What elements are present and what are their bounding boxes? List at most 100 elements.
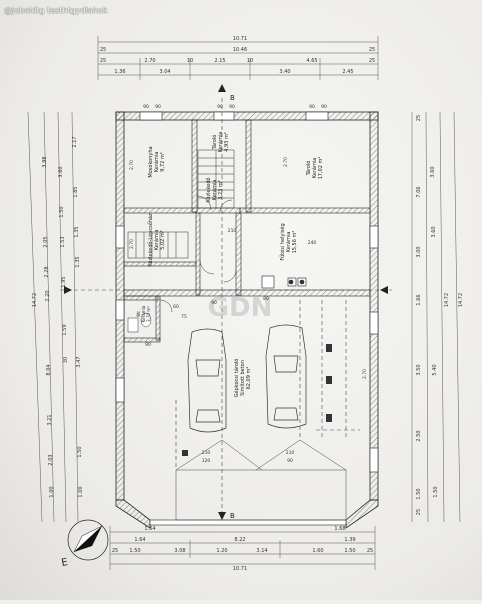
left-dim: 1.95 <box>61 276 67 287</box>
top-dim: 10 <box>187 58 193 64</box>
garage-door-lines <box>175 439 347 521</box>
door-dim: 75 <box>181 314 187 320</box>
left-dim: 1.50 <box>59 206 65 217</box>
top-dim-overall: 10.71 <box>233 36 247 42</box>
bottom-dim: 1.68 <box>334 526 345 532</box>
left-dim: 2.03 <box>48 454 54 465</box>
columns <box>182 344 332 456</box>
section-markers: B B <box>64 84 388 520</box>
svg-text:Mosókonyha: Mosókonyha <box>147 146 154 177</box>
bottom-dimension-lines <box>109 526 376 570</box>
left-dim: 3.60 <box>58 166 64 177</box>
door-dim: 120 <box>202 458 211 464</box>
room-label-garage: Gépkocsi tároló Simított beton 62,09 m² <box>233 359 252 398</box>
room-label-laundry: Mosókonyha Kerámia 9,72 m² <box>147 146 166 177</box>
bottom-dim: 25 <box>112 548 118 554</box>
top-dim: 2.45 <box>342 69 353 75</box>
top-dim: 10.46 <box>233 47 247 53</box>
door-dim: 90 <box>287 458 293 464</box>
bottom-dim: 1.64 <box>144 526 155 532</box>
right-dimensions: 25 7.06 3.00 1.66 3.50 2.50 1.50 25 3.60… <box>416 115 464 515</box>
right-dim: 25 <box>416 115 422 121</box>
left-dim: 1.85 <box>73 186 79 197</box>
top-dim: 25 <box>369 58 375 64</box>
room-label-storage-small: Tároló Kerámia 4,93 m² <box>211 132 230 153</box>
top-dim: 25 <box>369 47 375 53</box>
top-dimension-lines <box>97 36 379 80</box>
door-dim: 90 <box>217 104 223 110</box>
door-dim: 90 <box>229 104 235 110</box>
left-dim: 2.17 <box>72 136 78 147</box>
left-dim: 3.47 <box>76 356 82 367</box>
door-dim: 90 <box>321 104 327 110</box>
room-height-labels: 2.70 2.70 2.70 2.70 <box>129 157 368 379</box>
right-dim-overall: 14.72 <box>458 293 464 307</box>
bottom-dim-overall: 10.71 <box>233 566 247 572</box>
svg-text:Gépkocsi tároló: Gépkocsi tároló <box>233 359 240 398</box>
svg-text:Fűtési helyiség: Fűtési helyiség <box>279 223 286 260</box>
left-dim: 2.05 <box>43 236 49 247</box>
bottom-dim: 1.50 <box>129 548 140 554</box>
right-dim: 1.50 <box>433 486 439 497</box>
svg-text:Közlekedő: Közlekedő <box>206 177 212 202</box>
svg-text:Simított beton: Simított beton <box>239 360 246 396</box>
bottom-dim: 3.08 <box>174 548 185 554</box>
bottom-dim: 1.60 <box>312 548 323 554</box>
top-dim: 25 <box>100 47 106 53</box>
left-dim: 1.00 <box>78 486 84 497</box>
room-label-stairwell: Közlekedő-Lépcsőház Kerámia 5,02 m² <box>147 213 166 267</box>
bottom-dimensions: 1.64 1.68 1.64 8.22 1.39 25 1.50 3.08 1.… <box>112 526 373 572</box>
room-height: 2.70 <box>283 157 289 167</box>
right-dim: 3.50 <box>416 364 422 375</box>
svg-text:62,09 m²: 62,09 m² <box>246 367 252 390</box>
bottom-dim: 25 <box>367 548 373 554</box>
right-dim: 2.50 <box>416 430 422 441</box>
room-label-wc: Wc Kerámia 3,70 m² <box>136 305 151 322</box>
right-dim-overall: 14.72 <box>444 293 450 307</box>
right-dim: 3.60 <box>430 166 436 177</box>
boiler-equipment <box>261 275 307 289</box>
door-dim: 90 <box>145 342 151 348</box>
svg-text:Kerámia: Kerámia <box>311 158 318 179</box>
doors <box>159 195 237 313</box>
watermark-text: @jobaldtg testhtgydlahok <box>4 6 108 15</box>
door-dim: 90 <box>309 104 315 110</box>
top-dim: 25 <box>100 58 106 64</box>
right-dimension-lines <box>411 111 461 523</box>
svg-text:15,56 m²: 15,56 m² <box>292 231 298 254</box>
bottom-dim: 3.14 <box>256 548 267 554</box>
north-letter: E <box>61 557 69 569</box>
right-dim: 3.60 <box>431 226 437 237</box>
bottom-dim: 1.64 <box>134 537 145 543</box>
left-dim: 3.21 <box>47 414 53 425</box>
svg-text:Kerámia: Kerámia <box>153 152 160 173</box>
left-dim: 2.28 <box>44 266 50 277</box>
hidden-lines <box>60 98 392 520</box>
left-dim: 8.04 <box>46 364 52 375</box>
svg-text:4,93 m²: 4,93 m² <box>224 132 230 152</box>
top-dim: 3.04 <box>159 69 170 75</box>
door-dimension-labels: 90 90 90 90 90 90 60 75 90 80 90 120 90 … <box>143 104 327 464</box>
svg-text:Kerámia: Kerámia <box>285 232 292 253</box>
svg-text:Kerámia: Kerámia <box>153 230 160 251</box>
windows <box>115 111 379 473</box>
left-dim: 1.35 <box>75 256 81 267</box>
top-dim: 1.36 <box>114 69 125 75</box>
bottom-dim: 1.20 <box>216 548 227 554</box>
staircase <box>127 149 235 259</box>
left-dim: 1.00 <box>49 486 55 497</box>
room-height: 2.70 <box>129 160 135 170</box>
svg-text:Tároló: Tároló <box>211 135 218 151</box>
left-dim-overall: 14.72 <box>32 293 38 307</box>
left-dimensions: 3.98 2.05 2.28 2.20 8.04 3.21 2.03 1.00 … <box>32 136 84 497</box>
svg-text:17,02 m²: 17,02 m² <box>318 157 324 180</box>
door-dim: 90 <box>143 104 149 110</box>
svg-text:Tároló: Tároló <box>305 161 312 177</box>
svg-text:Wc: Wc <box>136 311 141 317</box>
svg-text:9,72 m²: 9,72 m² <box>160 152 166 172</box>
right-dim: 5.40 <box>432 364 438 375</box>
door-dim: 210 <box>202 450 211 456</box>
left-dim: 1.53 <box>60 236 66 247</box>
